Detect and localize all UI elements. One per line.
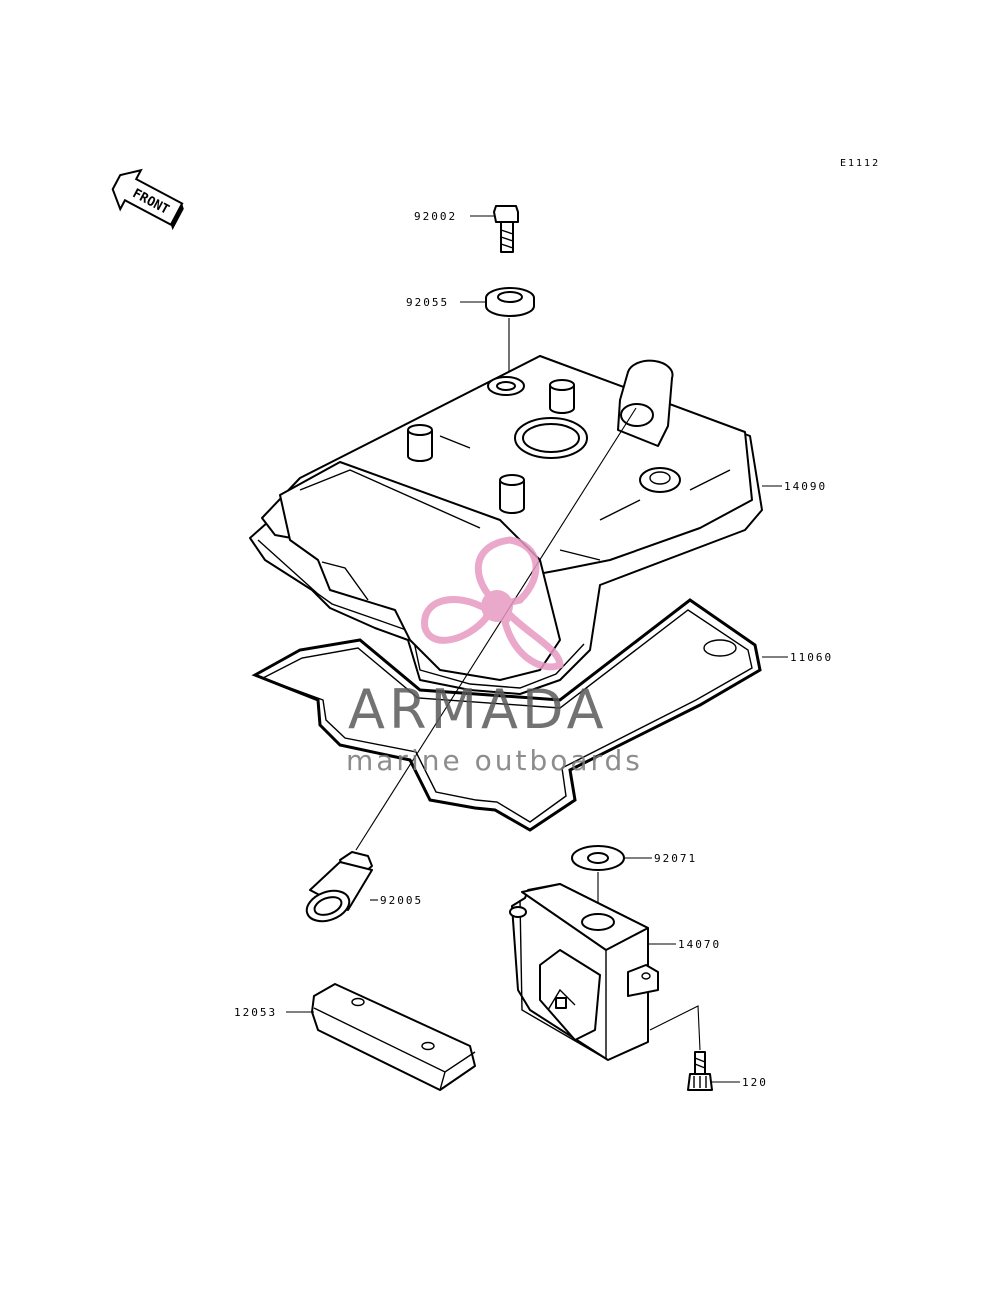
callout-11060: 11060	[790, 651, 833, 664]
callout-14070: 14070	[678, 938, 721, 951]
watermark-tagline: marine outboards	[346, 744, 643, 777]
callout-92071: 92071	[654, 852, 697, 865]
cover-bracket-part	[509, 883, 659, 1061]
bolt-top-part	[493, 205, 519, 253]
bolt-small-part	[687, 1051, 713, 1091]
watermark-brand: ARMADA	[348, 678, 608, 741]
callout-92002: 92002	[414, 210, 457, 223]
watermark: ARMADA marine outboards	[346, 536, 643, 777]
front-arrow-icon: FRONT	[111, 168, 184, 231]
callout-120: 120	[742, 1076, 768, 1089]
cylinder-head-cover-part	[249, 355, 763, 695]
washer-seal-part	[485, 287, 535, 317]
washer-plate-part	[571, 845, 625, 871]
reference-code: E1112	[840, 158, 880, 169]
plug-sleeve-part	[305, 851, 373, 923]
callout-92005: 92005	[380, 894, 423, 907]
gasket-part	[251, 598, 762, 832]
callout-92055: 92055	[406, 296, 449, 309]
callout-14090: 14090	[784, 480, 827, 493]
propeller-logo-icon	[421, 536, 564, 671]
callout-12053: 12053	[234, 1006, 277, 1019]
guide-block-part	[311, 983, 476, 1091]
